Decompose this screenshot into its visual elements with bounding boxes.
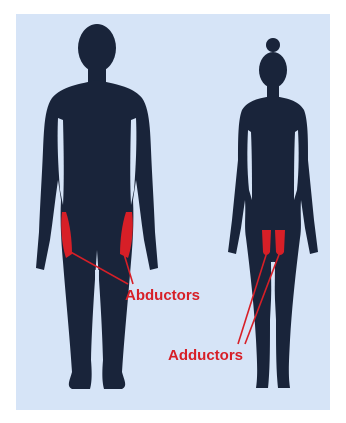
- female-adductor-left: [262, 230, 271, 255]
- female-adductor-right: [275, 230, 285, 255]
- adductors-label: Adductors: [168, 347, 243, 364]
- female-head: [259, 52, 287, 88]
- female-hair-bun: [266, 38, 280, 52]
- male-head: [78, 24, 116, 72]
- abductors-label: Abductors: [125, 287, 200, 304]
- female-neck: [267, 84, 279, 98]
